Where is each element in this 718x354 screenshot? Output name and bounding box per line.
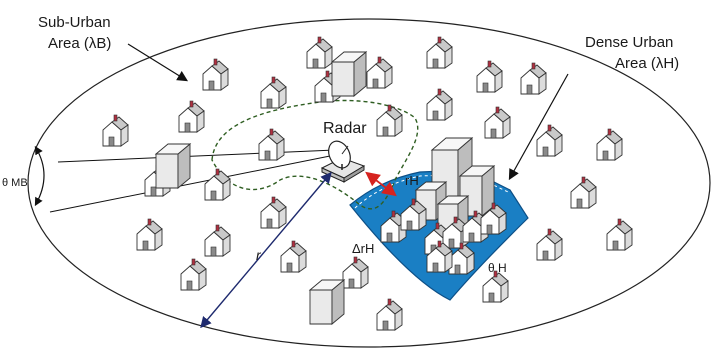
dense-label-line2: Area (λH) [615, 55, 679, 72]
delta-r-h-label: ΔrH [352, 241, 374, 256]
theta-mb-label: θ MB [2, 177, 28, 189]
house-icon [376, 104, 403, 137]
r-label: r [256, 247, 262, 263]
theta-mb-arrow [34, 145, 45, 207]
house-icon [178, 100, 205, 133]
house-icon [260, 76, 287, 109]
building-icon [309, 279, 345, 325]
house-icon [536, 228, 563, 261]
suburban-area-boundary [27, 18, 711, 348]
house-icon [482, 270, 509, 303]
house-icon [136, 218, 163, 251]
house-icon [202, 58, 229, 91]
house-icon [204, 224, 231, 257]
house-icon [204, 168, 231, 201]
theta-h-label: θ H [488, 261, 507, 275]
suburban-pointer-arrow [127, 43, 189, 82]
r-h-arrow [365, 171, 397, 197]
house-icon [570, 176, 597, 209]
house-icon [306, 36, 333, 69]
r-arrow [200, 171, 332, 329]
house-icon [476, 60, 503, 93]
house-icon [606, 218, 633, 251]
suburban-label-line1: Sub-Urban [38, 14, 111, 31]
suburban-label-line2: Area (λB) [48, 35, 111, 52]
building-icon [414, 181, 448, 221]
house-icon [484, 106, 511, 139]
building-icon [155, 143, 191, 189]
house-icon [536, 124, 563, 157]
house-icon [258, 128, 285, 161]
dense-label-line1: Dense Urban [585, 34, 673, 51]
house-icon [520, 62, 547, 95]
house-icon [376, 298, 403, 331]
house-icon [180, 258, 207, 291]
house-icon [426, 88, 453, 121]
building-icon [331, 51, 367, 97]
beam-edge-upper [57, 149, 336, 163]
house-icon [596, 128, 623, 161]
house-icon [260, 196, 287, 229]
house-icon [342, 256, 369, 289]
radar-dish-icon [320, 140, 366, 183]
house-icon [280, 240, 307, 273]
r-h-label: rH [405, 173, 419, 188]
house-icon [366, 56, 393, 89]
radar-label: Radar [323, 120, 367, 137]
dense-pointer-arrow [508, 73, 569, 181]
dense-urban-buildings [380, 137, 507, 275]
house-icon [102, 114, 129, 147]
house-icon [426, 36, 453, 69]
beam-edge-lower [49, 154, 336, 213]
